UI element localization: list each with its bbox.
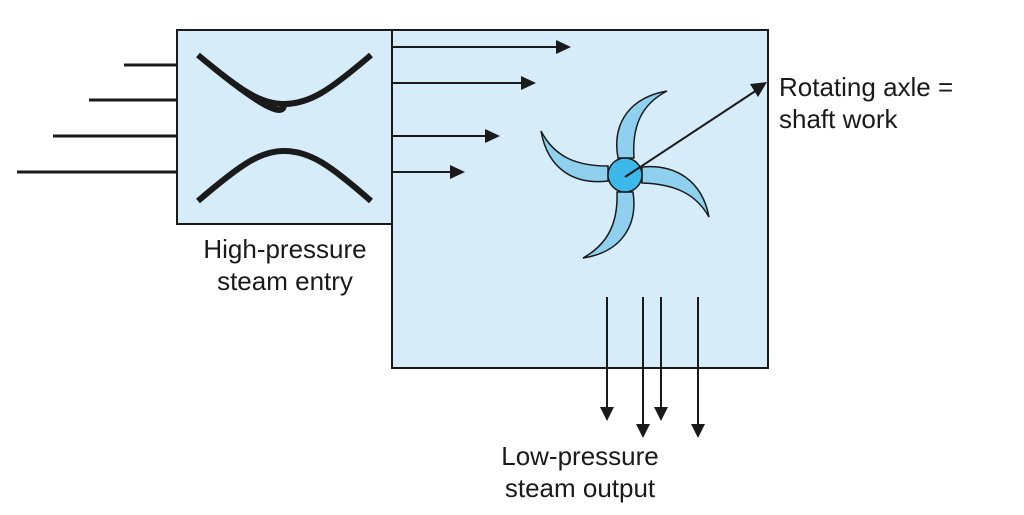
high-pressure-entry-label: High-pressure steam entry <box>170 233 400 297</box>
rotor-blade-top <box>616 90 668 159</box>
label-line: Rotating axle = <box>779 72 954 102</box>
rotor-blade-left <box>540 130 609 183</box>
low-pressure-output-label: Low-pressure steam output <box>470 440 690 504</box>
label-line: Low-pressure <box>501 441 659 471</box>
nozzle-curve-top <box>196 52 373 113</box>
nozzle-curve-bottom <box>196 147 373 204</box>
rotor-blade-bottom <box>582 191 635 259</box>
steam-arrowhead <box>556 40 571 54</box>
axle-arrowhead <box>750 82 767 97</box>
steam-arrowhead <box>521 76 536 90</box>
label-line: steam entry <box>217 266 353 296</box>
label-line: shaft work <box>779 104 898 134</box>
steam-flow-arrows <box>392 40 571 179</box>
label-line: High-pressure <box>203 234 367 264</box>
turbine-chamber-box <box>391 29 769 369</box>
axle-arrow <box>624 87 761 178</box>
rotating-axle-label: Rotating axle = shaft work <box>779 71 953 135</box>
rotor-blade-right <box>641 165 710 218</box>
rotor <box>540 90 710 259</box>
output-arrowhead <box>691 424 705 438</box>
output-arrows <box>600 297 705 438</box>
steam-arrowhead <box>450 165 465 179</box>
input-lines <box>17 63 177 174</box>
output-arrowhead <box>636 424 650 438</box>
output-arrowhead <box>654 407 668 421</box>
steam-arrowhead <box>485 129 500 143</box>
label-line: steam output <box>504 473 656 503</box>
output-arrowhead <box>600 407 614 421</box>
rotor-hub <box>607 157 643 193</box>
